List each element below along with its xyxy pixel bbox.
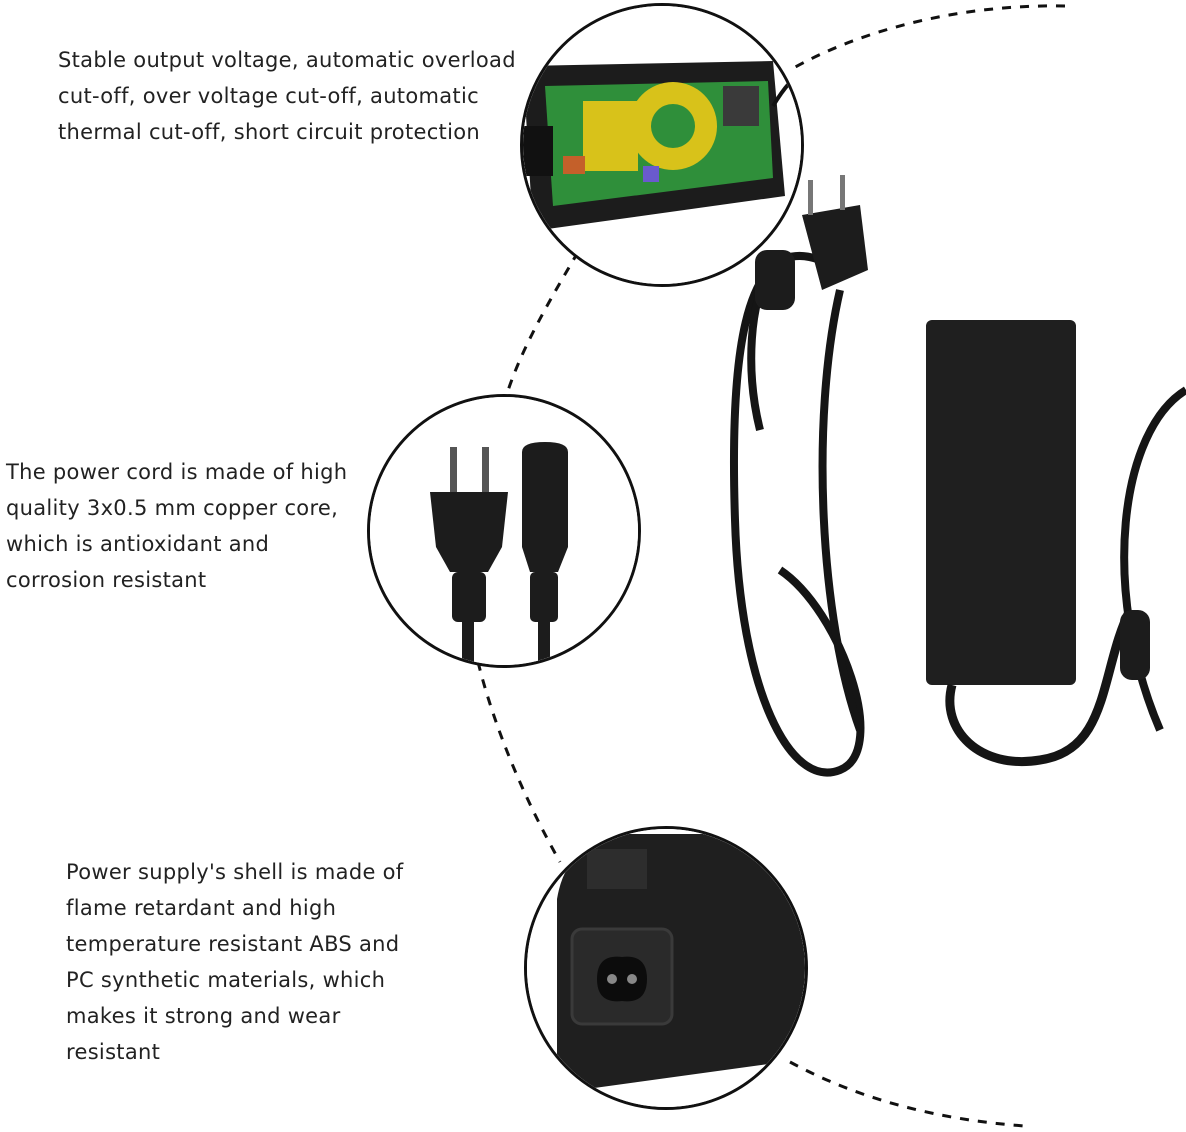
caption-line: resistant <box>66 1040 161 1064</box>
caption-line: The power cord is made of high <box>6 460 348 484</box>
feature-caption-protection: Stable output voltage, automatic overloa… <box>58 42 516 150</box>
caption-line: temperature resistant ABS and <box>66 932 400 956</box>
caption-line: corrosion resistant <box>6 568 207 592</box>
caption-line: PC synthetic materials, which <box>66 968 386 992</box>
power-plug-icon <box>370 397 638 665</box>
circuit-board-cutaway <box>523 6 801 284</box>
power-cord-detail <box>367 394 641 668</box>
caption-line: Stable output voltage, automatic overloa… <box>58 48 516 72</box>
caption-line: which is antioxidant and <box>6 532 270 556</box>
feature-caption-power-cord: The power cord is made of high quality 3… <box>6 454 347 598</box>
adapter-socket-icon <box>527 829 805 1107</box>
adapter-shell-detail <box>524 826 808 1110</box>
feature-caption-shell: Power supply's shell is made of flame re… <box>66 854 404 1070</box>
circuit-board-detail <box>520 3 804 287</box>
caption-line: Power supply's shell is made of <box>66 860 404 884</box>
power-adapter-product <box>690 170 1186 850</box>
caption-line: cut-off, over voltage cut-off, automatic <box>58 84 479 108</box>
caption-line: quality 3x0.5 mm copper core, <box>6 496 339 520</box>
caption-line: thermal cut-off, short circuit protectio… <box>58 120 480 144</box>
caption-line: flame retardant and high <box>66 896 337 920</box>
caption-line: makes it strong and wear <box>66 1004 341 1028</box>
power-adapter-icon <box>729 175 1186 777</box>
